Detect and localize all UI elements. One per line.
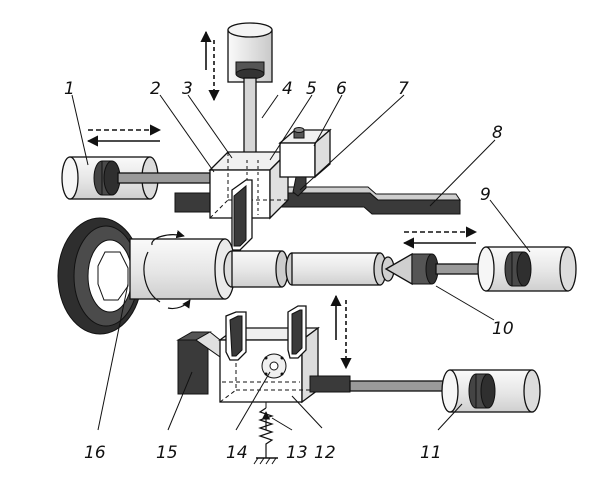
horizontal-motion-arrows-1 bbox=[86, 124, 162, 147]
cutter-finger bbox=[230, 179, 253, 257]
label-5: 5 bbox=[306, 79, 317, 99]
rotating-disk-16 bbox=[57, 217, 143, 335]
spring-13 bbox=[253, 402, 278, 465]
horizontal-cylinder-1 bbox=[61, 156, 211, 200]
vertical-cylinder-4 bbox=[227, 22, 273, 159]
rotation-arrows bbox=[143, 230, 191, 310]
label-1: 1 bbox=[64, 79, 75, 99]
label-15: 15 bbox=[156, 443, 178, 463]
label-4: 4 bbox=[282, 79, 293, 99]
label-2: 2 bbox=[150, 79, 161, 99]
block-6 bbox=[278, 127, 332, 197]
label-16: 16 bbox=[84, 443, 106, 463]
leader-lines bbox=[71, 94, 531, 431]
horizontal-cylinder-9 bbox=[477, 246, 577, 292]
workpiece-shaft bbox=[129, 238, 395, 300]
vertical-motion-arrows-lower bbox=[330, 294, 352, 370]
label-13: 13 bbox=[286, 443, 308, 463]
part-labels: 1 2 3 4 5 6 7 8 9 10 11 12 13 14 15 16 bbox=[64, 79, 514, 463]
vertical-motion-arrows-top bbox=[200, 30, 220, 102]
rod-11 bbox=[309, 375, 461, 393]
label-11: 11 bbox=[420, 443, 442, 463]
label-7: 7 bbox=[398, 79, 409, 99]
label-14: 14 bbox=[226, 443, 248, 463]
label-3: 3 bbox=[182, 79, 193, 99]
label-6: 6 bbox=[336, 79, 347, 99]
clamp-body-12 bbox=[218, 305, 320, 404]
label-8: 8 bbox=[492, 123, 503, 143]
label-10: 10 bbox=[492, 319, 514, 339]
label-12: 12 bbox=[314, 443, 336, 463]
horizontal-cylinder-11 bbox=[441, 369, 541, 413]
center-tip-10 bbox=[384, 252, 487, 286]
horizontal-motion-arrows-9 bbox=[402, 226, 478, 249]
label-9: 9 bbox=[480, 185, 491, 205]
roller-14 bbox=[261, 353, 287, 379]
